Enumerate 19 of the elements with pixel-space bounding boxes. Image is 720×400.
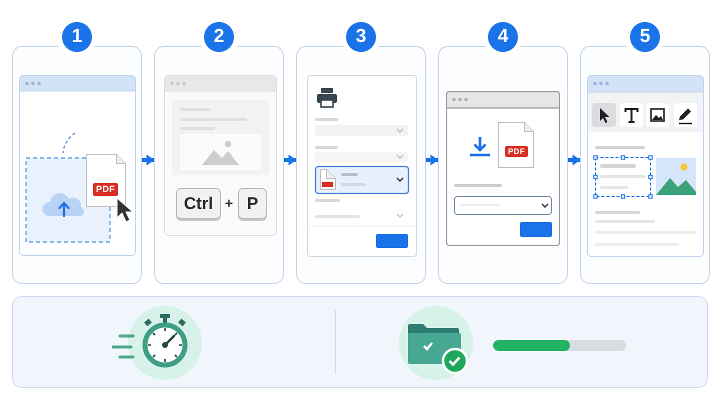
arrow (426, 154, 438, 166)
step-card (154, 22, 284, 284)
step-card (438, 22, 568, 284)
step-card (296, 22, 426, 284)
step-number: 1 (62, 22, 92, 52)
arrow (568, 154, 580, 166)
step-number: 4 (488, 22, 518, 52)
step-number: 3 (346, 22, 376, 52)
step-number: 2 (204, 22, 234, 52)
step-card (12, 22, 142, 284)
keyboard-key: Ctrl (176, 188, 221, 219)
file-type-label: PDF (505, 146, 528, 157)
step-number: 5 (630, 22, 660, 52)
plus-sign: + (224, 195, 234, 212)
arrow (284, 154, 296, 166)
file-type-label: PDF (93, 183, 118, 196)
step-card (580, 22, 710, 284)
arrow (142, 154, 154, 166)
keyboard-key: P (238, 188, 267, 219)
